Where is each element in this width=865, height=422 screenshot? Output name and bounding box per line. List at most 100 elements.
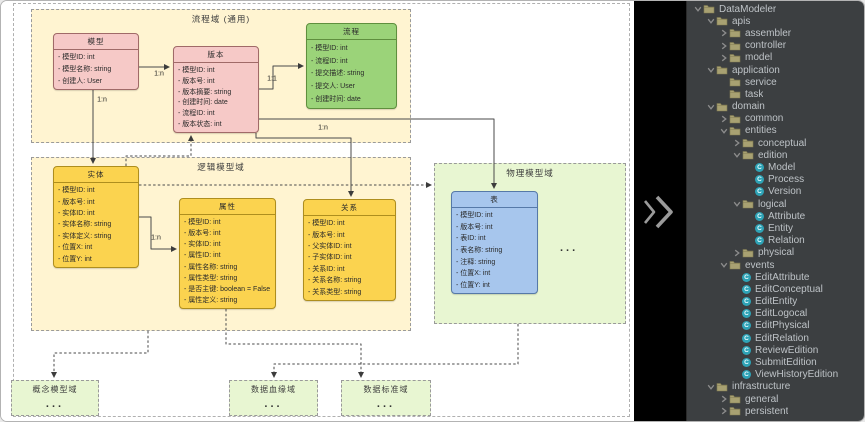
tree-item-label: entities [745, 125, 777, 137]
domain-box-概念模型域[interactable]: 概念模型域... [11, 380, 99, 416]
entity-box-流程[interactable]: 流程- 模型ID: int- 流程ID: int- 提交描述: string- … [306, 23, 397, 109]
tree-item-label: common [745, 113, 784, 125]
entity-box-版本[interactable]: 版本- 模型ID: int- 版本号: int- 版本摘要: string- 创… [173, 46, 259, 133]
ellipsis-more-shapes: ... [45, 398, 65, 410]
tree-item-label: Attribute [768, 210, 806, 222]
panel-divider [634, 1, 686, 421]
chevron-down-icon[interactable] [732, 200, 742, 208]
entity-field: - 版本摘要: string [178, 88, 232, 96]
entity-field: - 模型名称: string [58, 65, 112, 73]
tree-item-task[interactable]: task [687, 88, 864, 100]
cardinality-label: 1:n [154, 70, 164, 78]
tree-item-events[interactable]: events [687, 259, 864, 271]
entity-box-关系[interactable]: 关系- 模型ID: int- 版本号: int- 父实体ID: int- 子实体… [303, 199, 396, 301]
entity-title: 属性 [180, 199, 275, 215]
connector[interactable] [51, 331, 149, 378]
tree-item-physical[interactable]: physical [687, 247, 864, 259]
domain-container-title: 流程域 (通用) [191, 14, 251, 24]
chevron-right-icon[interactable] [719, 395, 729, 403]
cardinality-label: 1:n [318, 124, 328, 132]
tree-item-persistent[interactable]: persistent [687, 405, 864, 417]
tree-item-general[interactable]: general [687, 393, 864, 405]
chevron-down-icon[interactable] [706, 17, 716, 25]
entity-title: 版本 [174, 47, 258, 63]
tree-item-assembler[interactable]: assembler [687, 27, 864, 39]
tree-item-DataModeler[interactable]: DataModeler [687, 3, 864, 15]
domain-container-title: 逻辑模型域 [197, 162, 245, 172]
chevron-right-icon[interactable] [719, 29, 729, 37]
entity-field: - 实体ID: int [184, 241, 221, 249]
chevron-right-icon[interactable] [719, 54, 729, 62]
entity-field: - 模型ID: int [58, 187, 95, 195]
tree-item-application[interactable]: application [687, 64, 864, 76]
chevron-right-icon[interactable] [719, 115, 729, 123]
chevron-right-icon[interactable] [732, 249, 742, 257]
tree-item-label: Relation [768, 235, 805, 247]
entity-field: - 属性定义: string [184, 296, 238, 304]
chevron-right-icon[interactable] [719, 407, 729, 415]
entity-box-模型[interactable]: 模型- 模型ID: int- 模型名称: string- 创建人: User [53, 33, 139, 90]
domain-box-数据血缘域[interactable]: 数据血缘域... [229, 380, 318, 416]
entity-field: - 属性类型: string [184, 274, 238, 282]
domain-box-title: 概念模型域 [32, 385, 78, 394]
entity-box-实体[interactable]: 实体- 模型ID: int- 版本号: int- 实体ID: int- 实体名称… [53, 166, 139, 268]
tree-item-label: ReviewEdition [755, 344, 819, 356]
class-icon: C [742, 333, 751, 343]
entity-field-list: - 模型ID: int- 版本号: int- 实体ID: int- 实体名称: … [54, 183, 138, 267]
entity-field: - 模型ID: int [456, 212, 493, 220]
tree-item-logical[interactable]: logical [687, 198, 864, 210]
entity-field: - 关系ID: int [308, 265, 345, 273]
class-icon: C [755, 175, 764, 185]
chevron-down-icon[interactable] [693, 5, 703, 13]
tree-item-entities[interactable]: entities [687, 125, 864, 137]
tree-item-controller[interactable]: controller [687, 40, 864, 52]
chevron-down-icon[interactable] [719, 261, 729, 269]
tree-item-domain[interactable]: domain [687, 101, 864, 113]
tree-item-label: EditConceptual [755, 283, 823, 295]
chevron-down-icon[interactable] [706, 383, 716, 391]
domain-box-数据标准域[interactable]: 数据标准域... [341, 380, 431, 416]
tree-item-model[interactable]: model [687, 52, 864, 64]
ellipsis-more-shapes: ... [264, 398, 283, 410]
entity-field: - 位置X: int [456, 270, 491, 278]
chevron-right-icon[interactable] [732, 139, 742, 147]
chevron-down-icon[interactable] [732, 151, 742, 159]
diagram-canvas: 流程域 (通用)逻辑模型域物理模型域...模型- 模型ID: int- 模型名称… [1, 1, 634, 421]
chevron-down-icon[interactable] [706, 103, 716, 111]
class-icon: C [742, 309, 751, 319]
connector[interactable] [271, 324, 519, 378]
tree-item-label: domain [732, 101, 765, 113]
folder-icon [742, 150, 754, 160]
tree-item-common[interactable]: common [687, 113, 864, 125]
chevron-down-icon[interactable] [719, 127, 729, 135]
entity-field: - 关系名称: string [308, 277, 362, 285]
tree-item-conceptual[interactable]: conceptual [687, 137, 864, 149]
tree-item-label: ViewHistoryEdition [755, 369, 839, 381]
tree-item-service[interactable]: service [687, 76, 864, 88]
chevron-down-icon[interactable] [706, 66, 716, 74]
tree-item-apis[interactable]: apis [687, 15, 864, 27]
class-icon: C [755, 223, 764, 233]
tree-item-edition[interactable]: edition [687, 149, 864, 161]
entity-box-表[interactable]: 表- 模型ID: int- 版本号: int- 表ID: int- 表名称: s… [451, 191, 538, 294]
folder-icon [729, 89, 741, 99]
tree-item-infrastructure[interactable]: infrastructure [687, 381, 864, 393]
entity-box-属性[interactable]: 属性- 模型ID: int- 版本号: int- 实体ID: int- 属性ID… [179, 198, 276, 309]
chevron-right-icon[interactable] [719, 42, 729, 50]
